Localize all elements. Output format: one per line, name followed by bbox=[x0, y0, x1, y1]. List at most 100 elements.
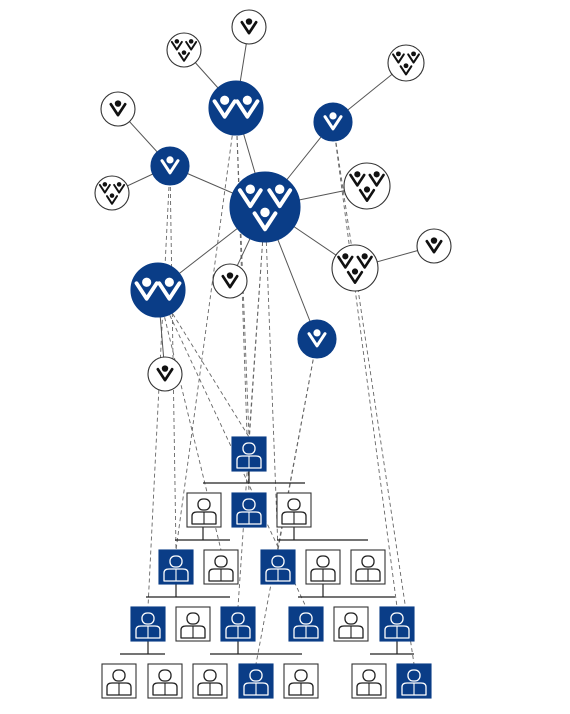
person-arms bbox=[252, 211, 278, 232]
person-head bbox=[313, 329, 321, 337]
network-node-n1 bbox=[208, 80, 264, 136]
network-node-o1 bbox=[166, 32, 202, 68]
person-head bbox=[188, 39, 194, 44]
person-raised-arms-icon bbox=[240, 18, 258, 35]
person-bust-icon bbox=[281, 498, 307, 525]
bust-shoulders bbox=[310, 568, 336, 582]
person-head bbox=[174, 39, 180, 44]
person-arms bbox=[425, 239, 443, 254]
bust-head bbox=[112, 669, 126, 682]
person-raised-arms-icon bbox=[323, 112, 343, 131]
node-circle bbox=[100, 91, 136, 127]
network-node-o8 bbox=[416, 228, 452, 264]
node-circle bbox=[208, 80, 264, 136]
person-bust-icon bbox=[106, 669, 132, 696]
hierarchy-box-b2c bbox=[260, 549, 296, 585]
bust-head bbox=[169, 555, 183, 568]
person-arms bbox=[221, 274, 239, 289]
hierarchy-box-b2d bbox=[305, 549, 341, 585]
hierarchy-box-b3d bbox=[288, 606, 324, 642]
mapping-link-n4-b0 bbox=[157, 289, 250, 438]
person-head bbox=[164, 277, 174, 287]
person-arms bbox=[399, 65, 413, 76]
bust-shoulders bbox=[355, 568, 381, 582]
person-raised-arms-icon bbox=[170, 39, 198, 62]
node-circle bbox=[94, 175, 130, 211]
bust-shoulders bbox=[135, 625, 161, 639]
node-circle bbox=[416, 228, 452, 264]
hierarchy-box-b3f bbox=[379, 606, 415, 642]
node-circle bbox=[387, 44, 425, 82]
network-node-o3 bbox=[387, 44, 425, 82]
bust-head bbox=[407, 669, 421, 682]
bust-shoulders bbox=[163, 568, 189, 582]
person-head bbox=[220, 95, 230, 105]
person-head bbox=[109, 193, 115, 198]
person-arms bbox=[356, 255, 373, 269]
person-arms bbox=[160, 159, 180, 175]
person-arms bbox=[358, 188, 376, 202]
person-bust-icon bbox=[236, 442, 262, 469]
hierarchy-box-b4c bbox=[192, 663, 228, 699]
person-arms bbox=[134, 281, 159, 301]
hierarchy-boxes bbox=[101, 436, 432, 699]
network-node-o4 bbox=[100, 91, 136, 127]
person-arms bbox=[170, 40, 183, 51]
person-bust-icon bbox=[236, 498, 262, 525]
person-arms bbox=[156, 367, 174, 382]
person-raised-arms-icon bbox=[156, 365, 174, 382]
mapping-link-hub-b2c bbox=[264, 206, 279, 551]
person-arms bbox=[109, 102, 127, 117]
node-circle bbox=[331, 244, 379, 292]
person-head bbox=[181, 50, 187, 55]
person-arms bbox=[185, 40, 198, 51]
person-raised-arms-icon bbox=[237, 184, 293, 232]
person-arms bbox=[337, 255, 354, 269]
hierarchy-box-b3b bbox=[175, 606, 211, 642]
bust-shoulders bbox=[288, 682, 314, 696]
hierarchy-box-b4d bbox=[238, 663, 274, 699]
node-circle bbox=[150, 146, 190, 186]
person-bust-icon bbox=[225, 612, 251, 639]
bust-shoulders bbox=[401, 682, 427, 696]
person-arms bbox=[323, 115, 343, 131]
person-arms bbox=[105, 195, 119, 205]
person-raised-arms-icon bbox=[109, 100, 127, 117]
node-circle bbox=[313, 102, 353, 142]
network-node-o7 bbox=[343, 162, 391, 210]
node-circle bbox=[130, 262, 186, 318]
network-node-o6 bbox=[331, 244, 379, 292]
network-node-o2 bbox=[231, 9, 267, 45]
hierarchy-box-b1b bbox=[231, 492, 267, 528]
network-node-n3 bbox=[150, 146, 190, 186]
bust-head bbox=[271, 555, 285, 568]
hierarchy-box-b3a bbox=[130, 606, 166, 642]
person-bust-icon bbox=[310, 555, 336, 582]
person-raised-arms-icon bbox=[307, 329, 327, 348]
bust-shoulders bbox=[208, 568, 234, 582]
person-arms bbox=[407, 53, 420, 64]
mapping-link-n1-b2a bbox=[175, 107, 237, 551]
hierarchy-box-b1a bbox=[186, 492, 222, 528]
bust-head bbox=[362, 669, 376, 682]
person-head bbox=[116, 182, 122, 187]
person-bust-icon bbox=[338, 612, 364, 639]
mapping-link-n2-b3f bbox=[332, 121, 398, 608]
network-node-n4 bbox=[130, 262, 186, 318]
bust-head bbox=[294, 669, 308, 682]
person-bust-icon bbox=[384, 612, 410, 639]
person-bust-icon bbox=[135, 612, 161, 639]
hierarchy-box-b2a bbox=[158, 549, 194, 585]
person-bust-icon bbox=[293, 612, 319, 639]
bust-shoulders bbox=[152, 682, 178, 696]
person-arms bbox=[346, 270, 364, 284]
person-raised-arms-icon bbox=[349, 171, 385, 202]
bust-shoulders bbox=[281, 511, 307, 525]
bust-head bbox=[203, 669, 217, 682]
bust-head bbox=[141, 612, 155, 625]
mapping-link-hub-b3c bbox=[237, 206, 266, 608]
person-raised-arms-icon bbox=[337, 253, 373, 284]
hierarchy-box-b3e bbox=[333, 606, 369, 642]
person-raised-arms-icon bbox=[425, 237, 443, 254]
